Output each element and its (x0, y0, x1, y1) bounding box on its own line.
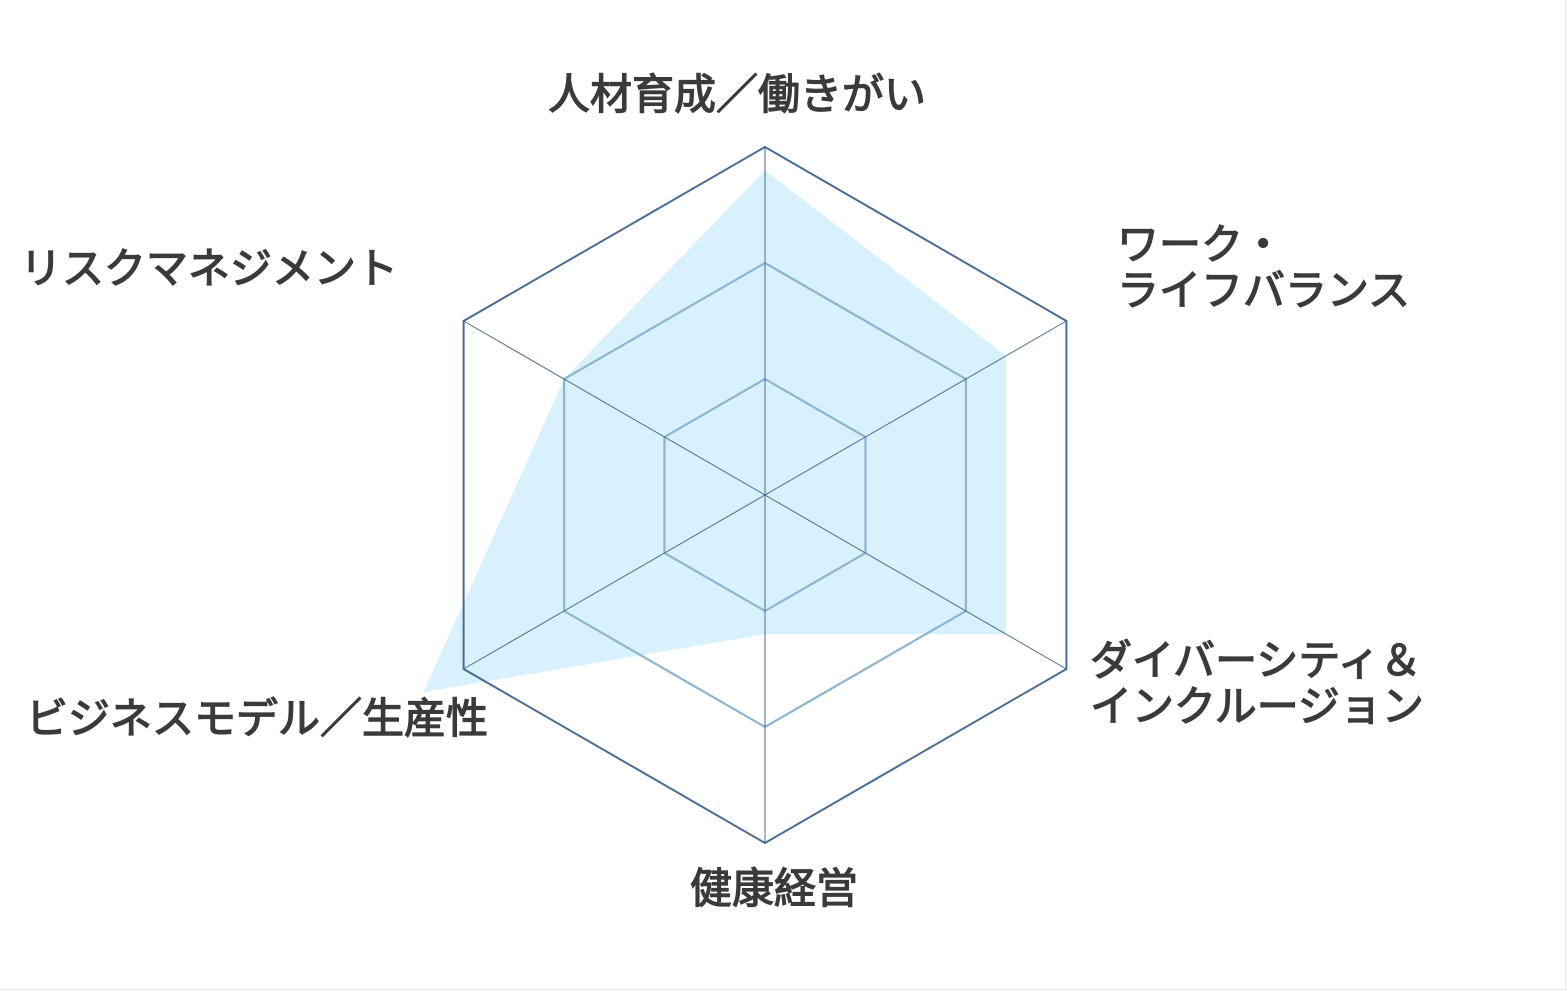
axis-label-kenko-keiei: 健康経営 (690, 864, 859, 913)
spoke-line-2 (463, 320, 1067, 670)
axis-label-business-model: ビジネスモデル／生産性 (26, 694, 489, 743)
axis-label-jinzai-ikusei: 人材育成／働きがい (548, 70, 927, 119)
series-area-0 (423, 170, 1007, 693)
axis-label-work-life-balance: ワーク・ ライフバランス (1117, 220, 1411, 315)
axis-label-diversity-inclusion: ダイバーシティ＆ インクルージョン (1090, 636, 1424, 731)
axis-label-risk-management: リスクマネジメント (20, 244, 399, 293)
